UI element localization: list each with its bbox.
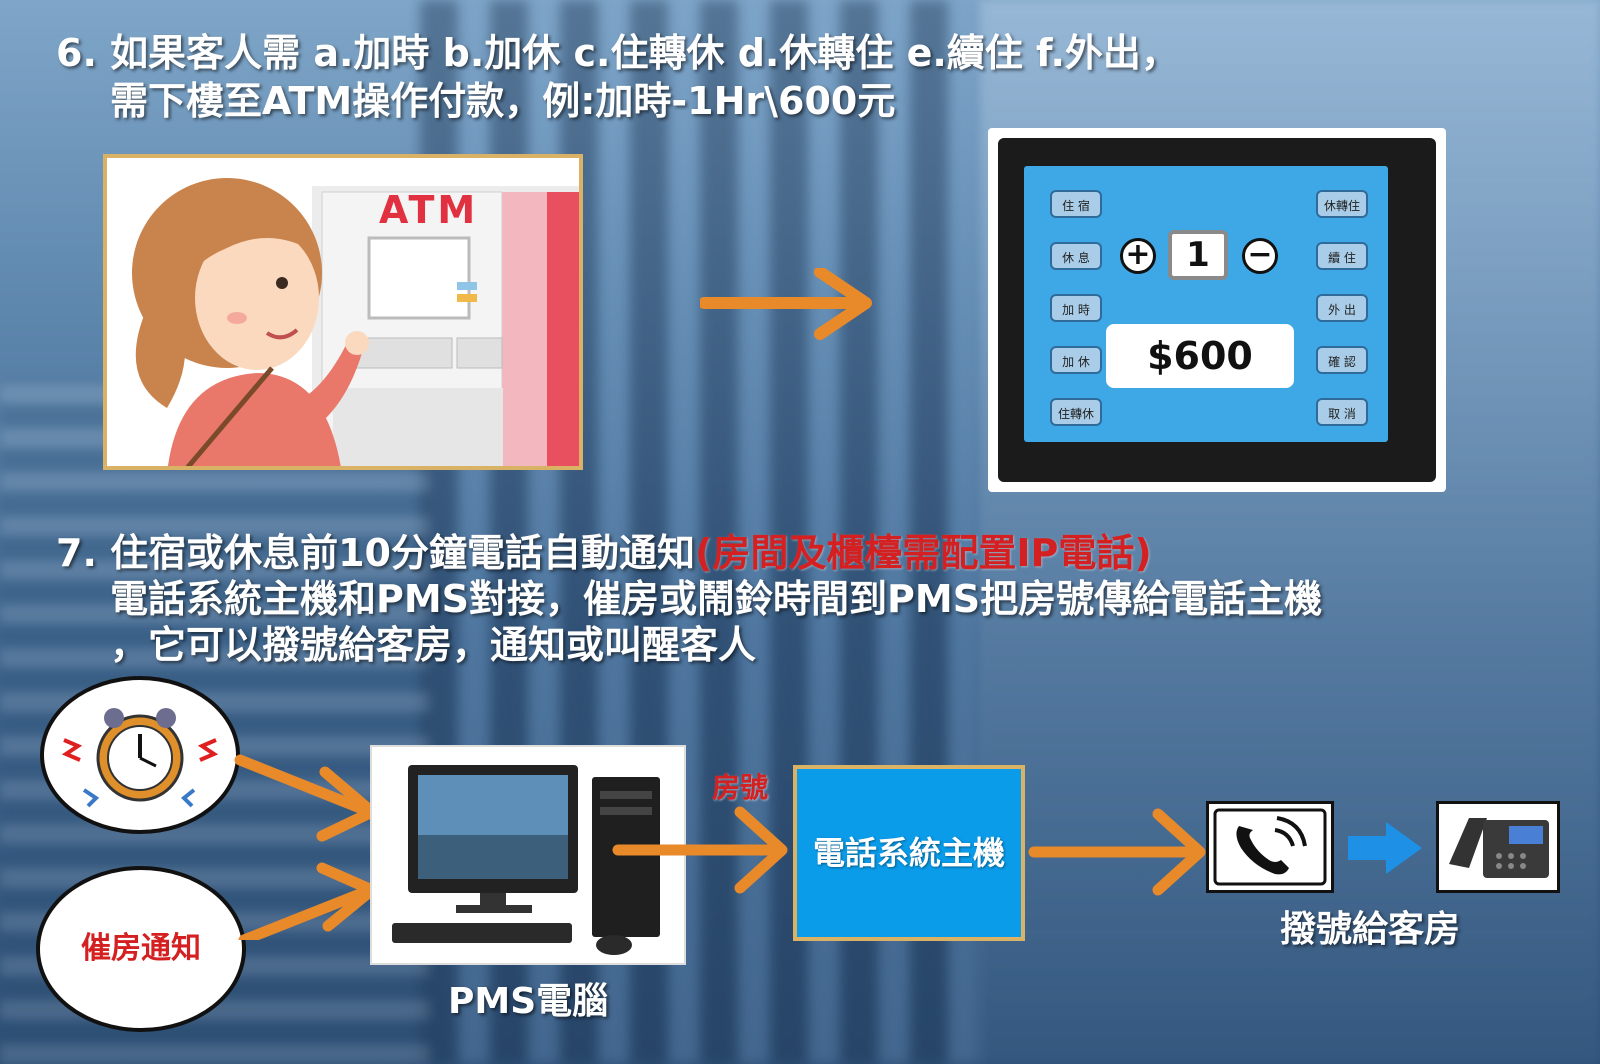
phone-call-box <box>1206 801 1334 893</box>
kiosk-plus-button[interactable]: + <box>1120 238 1156 274</box>
kiosk-button-rest-to-stay[interactable]: 休轉住 <box>1316 190 1368 218</box>
arrow-pms-to-host <box>612 806 788 894</box>
kiosk-quantity: 1 <box>1168 230 1228 280</box>
phone-call-icon <box>1213 808 1327 886</box>
atm-illustration: ATM <box>103 154 583 470</box>
kiosk-button-extend-time[interactable]: 加 時 <box>1050 294 1102 322</box>
atm-sign: ATM <box>379 188 479 232</box>
section7-line2: 電話系統主機和PMS對接，催房或鬧鈴時間到PMS把房號傳給電話主機 <box>110 577 1323 621</box>
alarm-clock-icon <box>61 708 219 808</box>
kiosk-price: $600 <box>1106 324 1294 388</box>
wakeup-notice-label: 催房通知 <box>81 931 201 966</box>
pms-label: PMS電腦 <box>448 981 609 1022</box>
section7-line1: 7. 住宿或休息前10分鐘電話自動通知(房間及櫃檯需配置IP電話) <box>56 522 1152 577</box>
kiosk-minus-button[interactable]: − <box>1242 238 1278 274</box>
dial-room-label: 撥號給客房 <box>1280 909 1461 950</box>
alarm-clock-node <box>40 676 240 834</box>
phone-system-host: 電話系統主機 <box>793 765 1025 941</box>
ip-phone-icon <box>1449 818 1549 878</box>
arrow-atm-to-kiosk <box>700 268 872 340</box>
kiosk-button-confirm[interactable]: 確 認 <box>1316 346 1368 374</box>
kiosk-button-rest[interactable]: 休 息 <box>1050 242 1102 270</box>
kiosk-button-cancel[interactable]: 取 消 <box>1316 398 1368 426</box>
section7-line3: ，它可以撥號給客房，通知或叫醒客人 <box>110 623 757 667</box>
arrow-host-to-phone <box>1028 808 1206 896</box>
kiosk-button-go-out[interactable]: 外 出 <box>1316 294 1368 322</box>
room-number-label: 房號 <box>712 771 769 804</box>
section7-line1-note: (房間及櫃檯需配置IP電話) <box>695 531 1152 575</box>
kiosk-button-continue-stay[interactable]: 續 住 <box>1316 242 1368 270</box>
payment-kiosk: 住 宿 休 息 加 時 加 休 住轉休 休轉住 續 住 外 出 確 認 取 消 … <box>988 128 1446 492</box>
section7-line1-main: 7. 住宿或休息前10分鐘電話自動通知 <box>56 531 695 575</box>
wakeup-notice-node: 催房通知 <box>36 866 246 1032</box>
ip-phone-box <box>1436 801 1560 893</box>
kiosk-button-stay-to-rest[interactable]: 住轉休 <box>1050 398 1102 426</box>
arrow-blue-to-ipphone <box>1348 822 1422 874</box>
kiosk-button-extend-rest[interactable]: 加 休 <box>1050 346 1102 374</box>
kiosk-screen: 住 宿 休 息 加 時 加 休 住轉休 休轉住 續 住 外 出 確 認 取 消 … <box>1024 166 1388 442</box>
section6-line1: 6. 如果客人需 a.加時 b.加休 c.住轉休 d.休轉住 e.續住 f.外出… <box>56 31 1179 75</box>
arrows-into-pms <box>234 754 378 940</box>
section6-line2: 需下樓至ATM操作付款，例:加時-1Hr\600元 <box>110 79 896 123</box>
kiosk-button-stay[interactable]: 住 宿 <box>1050 190 1102 218</box>
